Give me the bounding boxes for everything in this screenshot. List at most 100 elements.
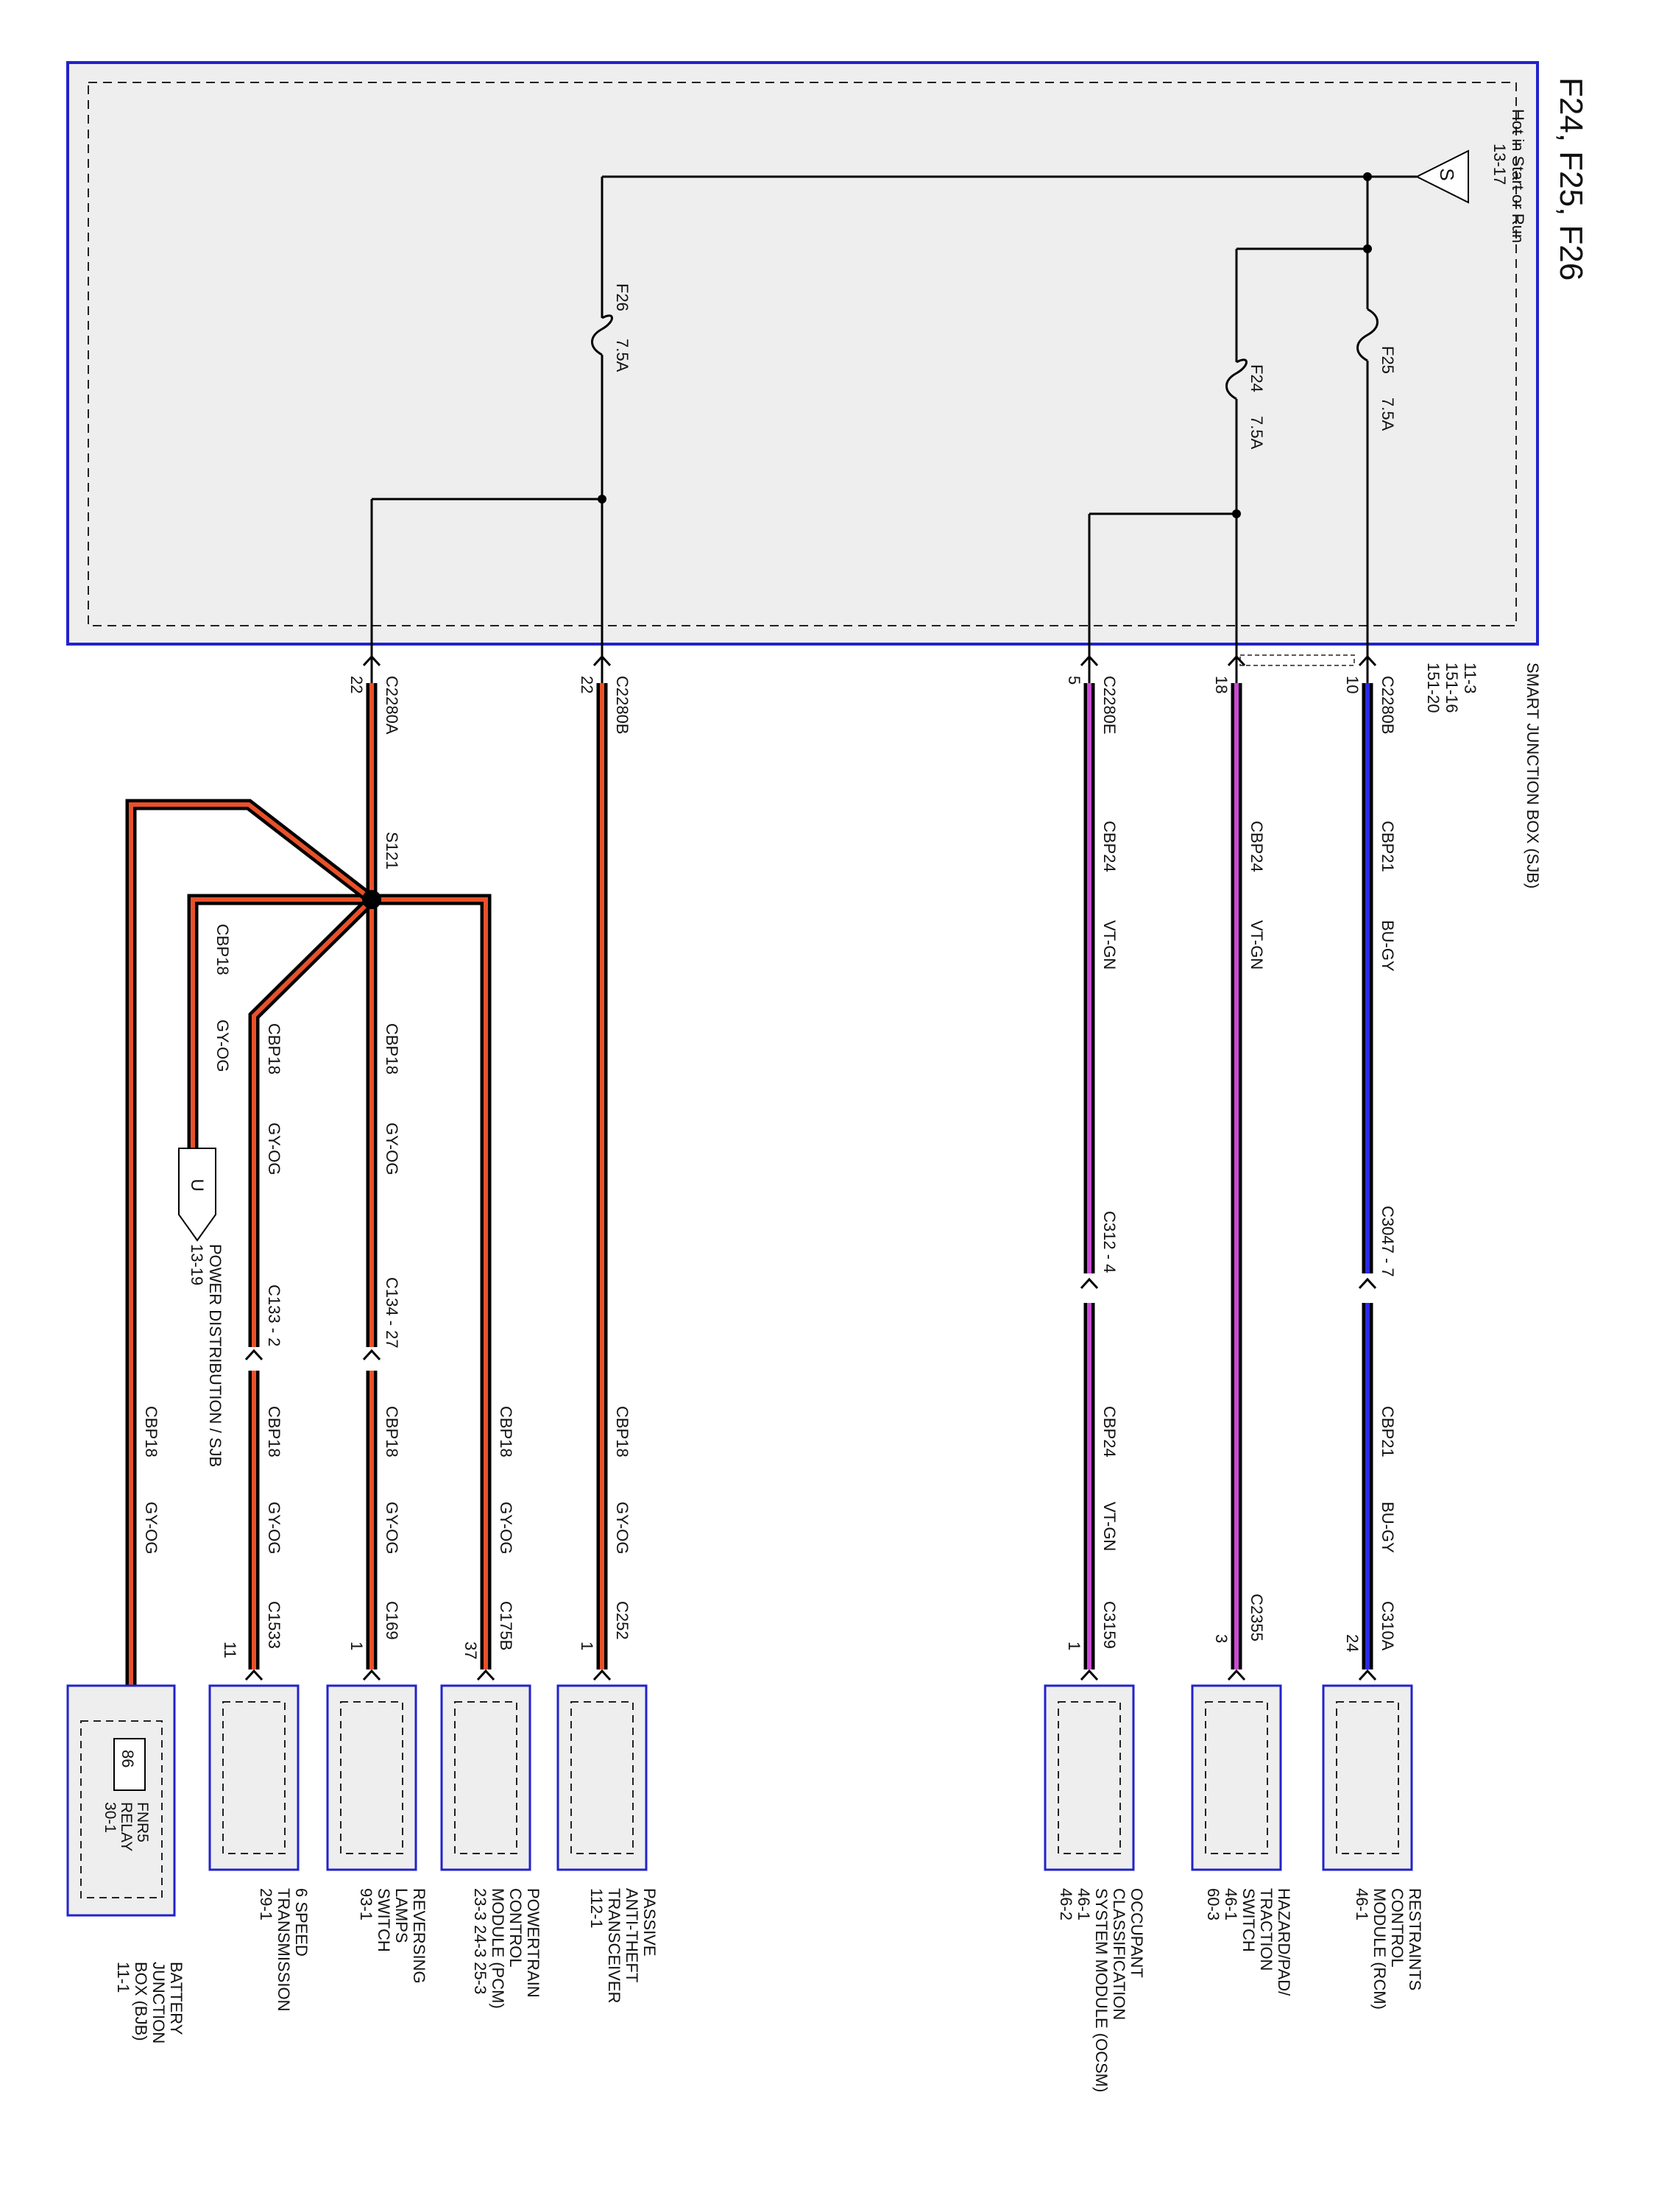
rcm-end-arrow xyxy=(1358,1669,1377,1681)
fuse-symbols xyxy=(591,308,1379,400)
wire-bjb xyxy=(129,802,373,1686)
pin18-dashed-header xyxy=(1239,654,1355,666)
source-symbol-letter: S xyxy=(1436,168,1458,180)
trans-component-line-2: 29-1 xyxy=(257,1888,275,1921)
bjb-component-line-3: 11-1 xyxy=(114,1962,132,1993)
conn-splice-header: C2280A xyxy=(383,676,401,735)
ocsm-component-line-4: 46-2 xyxy=(1057,1888,1075,1921)
rcm-end-connector: C310A xyxy=(1379,1601,1397,1651)
trans-end-arrow xyxy=(244,1669,263,1681)
fuse-f24-name: F24 xyxy=(1248,364,1266,392)
pin-splice-header: 22 xyxy=(347,676,366,693)
relay-pin-number: 86 xyxy=(118,1750,137,1767)
relay-label-line-1: RELAY xyxy=(118,1802,135,1851)
hazard-box-outline xyxy=(1191,1684,1282,1871)
fuse-f25-name: F25 xyxy=(1379,346,1397,374)
hazard-component-line-3: 46-1 xyxy=(1222,1888,1240,1921)
trans-seg1-color: GY-OG xyxy=(265,1123,283,1175)
pats-box-outline xyxy=(556,1684,648,1871)
pats-header-arrow xyxy=(592,654,612,667)
bjb-box-inner xyxy=(80,1720,163,1898)
reversing-box xyxy=(326,1684,417,1871)
pcm-component-line-2: MODULE (PCM) xyxy=(489,1888,507,2009)
reversing-inline-arrow xyxy=(362,1349,381,1361)
ocsm-box-outline xyxy=(1044,1684,1135,1871)
bjb-box xyxy=(66,1684,176,1917)
hazard-seg1-color: VT-GN xyxy=(1248,920,1266,969)
wire-layer xyxy=(125,654,1377,1686)
ocsm-end-connector: C3159 xyxy=(1100,1601,1119,1649)
fuse-f24-rating: 7.5A xyxy=(1248,416,1266,450)
trans-box-inner xyxy=(222,1701,286,1854)
ocsm-component-line-3: 46-1 xyxy=(1075,1888,1093,1921)
hazard-component-line-2: SWITCH xyxy=(1239,1888,1258,1952)
pats-component-line-2: TRANSCEIVER xyxy=(605,1888,623,2003)
splice-header-arrow xyxy=(362,654,381,667)
bjb-component-line-2: BOX (BJB) xyxy=(132,1962,150,2041)
page-title: F24, F25, F26 xyxy=(1553,77,1589,280)
pcm-box-inner xyxy=(454,1701,517,1854)
rcm-seg1-color: BU-GY xyxy=(1379,920,1397,972)
power-source-symbol: S xyxy=(1415,149,1469,204)
reversing-box-outline xyxy=(326,1684,417,1871)
hazard-end-pin: 3 xyxy=(1212,1634,1231,1643)
ocsm-inline-arrow xyxy=(1080,1277,1099,1290)
trans-seg1-circuit: CBP18 xyxy=(265,1023,283,1075)
pcm-component-line-1: CONTROL xyxy=(506,1888,525,1968)
reversing-component-line-0: REVERSING xyxy=(410,1888,428,1984)
reversing-end-connector: C169 xyxy=(383,1601,401,1640)
hazard-component-line-0: HAZARD/PAD/ xyxy=(1275,1888,1293,1996)
conn-ocsm-header: C2280E xyxy=(1100,676,1119,735)
trans-end-connector: C1533 xyxy=(265,1601,283,1649)
hazard-component-line-4: 60-3 xyxy=(1204,1888,1222,1921)
pin-pats-header: 22 xyxy=(578,676,596,693)
trans-seg2-color: GY-OG xyxy=(265,1502,283,1554)
hazard-end-arrow xyxy=(1227,1669,1246,1681)
conn-pats-header: C2280B xyxy=(613,676,631,735)
pin-hazard-header: 18 xyxy=(1212,676,1231,693)
fuse-f26-name: F26 xyxy=(613,283,631,311)
ocsm-component-line-2: SYSTEM MODULE (OCSM) xyxy=(1092,1888,1111,2092)
bjb-color: GY-OG xyxy=(142,1502,160,1554)
bjb-component-line-1: JUNCTION xyxy=(149,1962,168,2043)
bjb-component-line-0: BATTERY xyxy=(167,1962,185,2035)
ocsm-box xyxy=(1044,1684,1135,1871)
offpage-connector-u: U xyxy=(178,1148,216,1242)
trans-end-pin: 11 xyxy=(221,1642,239,1658)
ocsm-end-arrow xyxy=(1080,1669,1099,1681)
reversing-seg1-circuit: CBP18 xyxy=(383,1023,401,1075)
ocsm-seg2-circuit: CBP24 xyxy=(1100,1406,1119,1457)
rcm-component-line-3: 46-1 xyxy=(1353,1888,1371,1921)
fuse-f26-rating: 7.5A xyxy=(613,339,631,372)
rcm-inline-arrow xyxy=(1358,1277,1377,1290)
reversing-component-line-1: LAMPS xyxy=(392,1888,411,1943)
junction-box-name: SMART JUNCTION BOX (SJB) xyxy=(1524,662,1542,888)
pats-component-line-0: PASSIVE xyxy=(640,1888,659,1957)
rcm-header-arrow xyxy=(1358,654,1377,667)
reversing-seg1-color: GY-OG xyxy=(383,1123,401,1175)
ocsm-header-arrow xyxy=(1080,654,1099,667)
pats-seg1-circuit: CBP18 xyxy=(613,1406,631,1457)
offpage-circuit: CBP18 xyxy=(213,924,232,975)
wire-offpage xyxy=(191,897,372,1148)
relay-pin-box xyxy=(113,1738,146,1791)
source-label: Hot in Start or Run xyxy=(1509,109,1527,243)
ocsm-component-line-1: CLASSIFICATION xyxy=(1110,1888,1128,2020)
reversing-end-arrow xyxy=(362,1669,381,1681)
ocsm-inline: C312 - 4 xyxy=(1100,1211,1119,1273)
pcm-end-connector: C175B xyxy=(497,1601,515,1650)
bjb-box-outline xyxy=(66,1684,176,1917)
hazard-seg1-circuit: CBP24 xyxy=(1248,821,1266,872)
ocsm-component-line-0: OCCUPANT xyxy=(1128,1888,1146,1978)
junction-box-ref-3: 151-20 xyxy=(1424,662,1443,713)
offpage-symbol-letter: U xyxy=(187,1179,207,1191)
sjb-internal-wiring xyxy=(370,175,1417,654)
pats-seg1-color: GY-OG xyxy=(613,1502,631,1554)
trans-inline: C133 - 2 xyxy=(265,1285,283,1346)
reversing-seg2-color: GY-OG xyxy=(383,1502,401,1554)
junction-box-label: SMART JUNCTION BOX (SJB) 11-3 151-16 151… xyxy=(1424,662,1542,888)
relay-label-line-2: 30-1 xyxy=(102,1802,118,1833)
trans-component-line-0: 6 SPEED xyxy=(292,1888,311,1957)
pats-component-line-3: 112-1 xyxy=(587,1888,606,1929)
